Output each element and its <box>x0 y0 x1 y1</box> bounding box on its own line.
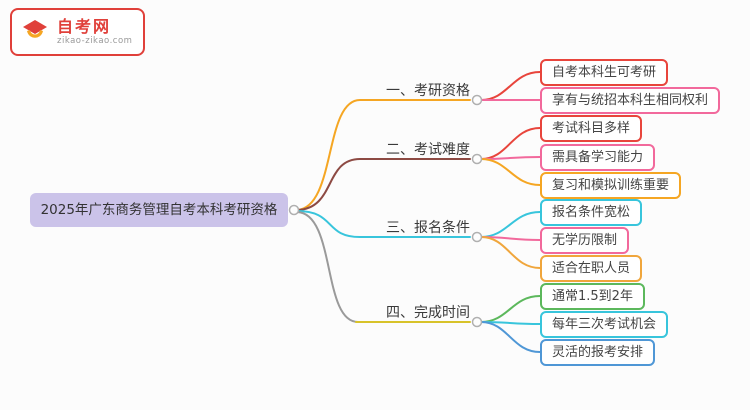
graduation-cap-icon <box>23 20 47 38</box>
branch-3-leaf-3-line <box>480 236 541 269</box>
branch-3-leaf-2: 无学历限制 <box>540 227 630 254</box>
branch-2-leaf-1-line <box>480 127 541 160</box>
branch-2-circle <box>471 153 483 165</box>
branch-2-leaf-3: 复习和模拟训练重要 <box>540 172 682 199</box>
site-logo: 自考网 zikao-zikao.com <box>10 8 145 56</box>
branch-3-leaf-1: 报名条件宽松 <box>540 199 643 226</box>
branch-4-leaf-1-line <box>480 295 541 323</box>
branch-3-leaf-1-line <box>480 211 541 238</box>
logo-text-block: 自考网 zikao-zikao.com <box>57 16 133 47</box>
central-node-circle <box>288 204 300 216</box>
branch-4-leaf-2: 每年三次考试机会 <box>540 311 669 338</box>
branch-4-circle <box>471 316 483 328</box>
branch-2-trunk-line <box>296 158 471 211</box>
branch-3-trunk-line <box>296 210 471 238</box>
branch-3-label: 三、报名条件 <box>386 220 470 236</box>
branch-1-circle <box>471 94 483 106</box>
branch-1-leaf-2: 享有与统招本科生相同权利 <box>540 87 721 114</box>
branch-2-leaf-1: 考试科目多样 <box>540 115 643 142</box>
branch-4-leaf-1: 通常1.5到2年 <box>540 283 645 310</box>
branch-2-leaf-2: 需具备学习能力 <box>540 144 656 171</box>
branch-4-leaf-3: 灵活的报考安排 <box>540 339 656 366</box>
branch-4-label: 四、完成时间 <box>386 305 470 321</box>
branch-1-leaf-1: 自考本科生可考研 <box>540 59 669 86</box>
branch-1-label: 一、考研资格 <box>386 83 470 99</box>
logo-domain: zikao-zikao.com <box>57 35 133 46</box>
logo-name: 自考网 <box>57 16 112 36</box>
branch-4-trunk-line <box>296 211 359 323</box>
branch-3-leaf-3: 适合在职人员 <box>540 255 643 282</box>
central-topic: 2025年广东商务管理自考本科考研资格 <box>30 193 288 227</box>
branch-2-leaf-3-line <box>480 158 541 186</box>
branch-1-leaf-1-line <box>480 71 541 101</box>
branch-1-trunk-line <box>296 99 471 211</box>
branch-2-label: 二、考试难度 <box>386 142 470 158</box>
branch-3-circle <box>471 231 483 243</box>
branch-4-leaf-3-line <box>480 321 541 353</box>
